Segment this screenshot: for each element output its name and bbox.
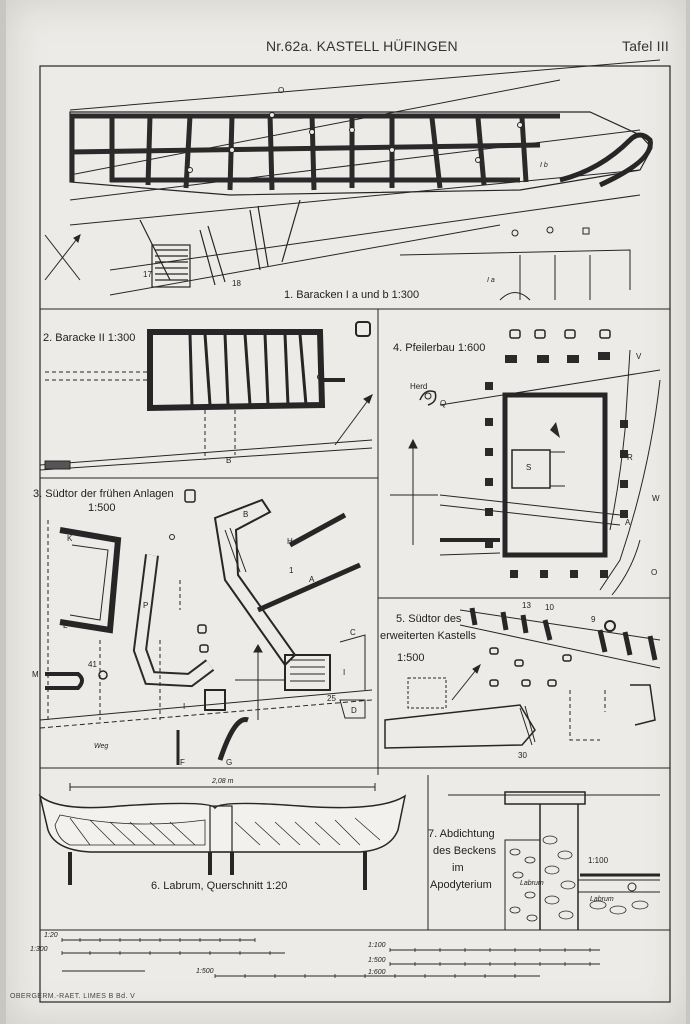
- label-p5-10: 10: [545, 603, 554, 612]
- label-p3-h: H: [287, 537, 293, 546]
- caption-panel-5-line2: erweiterten Kastells: [380, 630, 476, 642]
- pillar-building-plan: [390, 329, 661, 596]
- label-p7-scale: 1:100: [588, 856, 609, 865]
- label-p4-a: A: [625, 518, 631, 527]
- scale-label-1-300: 1:300: [30, 946, 48, 953]
- caption-panel-5-line3: 1:500: [397, 652, 425, 664]
- label-p3-d: D: [351, 706, 357, 715]
- label-p4-v: V: [636, 352, 642, 361]
- label-p6-dimension: 2,08 m: [212, 778, 234, 785]
- label-p3-f: F: [180, 758, 185, 767]
- plate-sheet: [6, 0, 686, 1024]
- labrum-section: [38, 783, 407, 890]
- caption-panel-7-line2: des Beckens: [433, 845, 496, 857]
- caption-panel-7-line3: im: [452, 862, 464, 874]
- caption-panel-1: 1. Baracken I a und b 1:300: [284, 289, 420, 301]
- label-p3-a: A: [309, 575, 315, 584]
- plate-number: Tafel III: [622, 38, 669, 54]
- south-gate-extended-plan: [384, 607, 661, 749]
- plate-title: Nr.62a. KASTELL HÜFINGEN: [266, 38, 458, 54]
- label-p4-o: O: [651, 568, 658, 577]
- caption-panel-7-line1: 7. Abdichtung: [428, 828, 495, 840]
- label-p4-herd: Herd: [410, 382, 428, 391]
- label-p3-p: P: [143, 601, 149, 610]
- caption-panel-6: 6. Labrum, Querschnitt 1:20: [151, 880, 288, 892]
- label-p2-b: B: [226, 456, 232, 465]
- label-p1-ia: I a: [487, 277, 495, 284]
- label-p3-m: M: [32, 670, 39, 679]
- label-p7-labrum-2: Labrum: [590, 896, 614, 903]
- basin-sealing-section: [448, 791, 660, 931]
- barracks-plan: [44, 59, 661, 301]
- scale-bars: [62, 939, 600, 977]
- label-p1-o: O: [278, 86, 285, 95]
- footer-series: OBERGERM.-RAET. LIMES B Bd. V: [10, 993, 136, 1000]
- caption-panel-5-line1: 5. Südtor des: [396, 613, 462, 625]
- label-p1-ib: I b: [540, 162, 548, 169]
- label-p1-18: 18: [232, 279, 241, 288]
- label-p3-b: B: [243, 510, 249, 519]
- label-p3-l: L: [63, 621, 68, 630]
- scale-label-1-600: 1:600: [368, 969, 386, 976]
- scale-ticks: [61, 938, 591, 978]
- scale-label-1-500-left: 1:500: [196, 968, 214, 975]
- caption-panel-2: 2. Baracke II 1:300: [43, 332, 136, 344]
- scale-label-1-20: 1:20: [44, 932, 58, 939]
- south-gate-early-plan: [39, 489, 373, 765]
- caption-panel-4: 4. Pfeilerbau 1:600: [393, 342, 486, 354]
- label-p4-r: R: [627, 453, 633, 462]
- label-p4-q: Q: [440, 399, 447, 408]
- label-p7-labrum-1: Labrum: [520, 880, 544, 887]
- caption-panel-7-line4: Apodyterium: [430, 879, 492, 891]
- caption-panel-3-line1: 3. Südtor der frühen Anlagen: [33, 488, 174, 500]
- label-p5-30: 30: [518, 751, 527, 760]
- label-p4-s: S: [526, 463, 532, 472]
- label-p3-1: 1: [289, 566, 294, 575]
- label-p1-17: 17: [143, 270, 152, 279]
- scale-label-1-100: 1:100: [368, 942, 386, 949]
- label-p3-i-2: I: [183, 702, 186, 711]
- label-p3-g: G: [226, 758, 233, 767]
- label-p5-9: 9: [591, 615, 596, 624]
- label-p3-road: Weg: [94, 743, 109, 750]
- outer-frame: [39, 65, 671, 1003]
- caption-panel-3-line2: 1:500: [88, 502, 116, 514]
- label-p3-c: C: [350, 628, 356, 637]
- label-p3-41: 41: [88, 660, 97, 669]
- barracks-ii-plan: [39, 321, 373, 471]
- label-p5-13: 13: [522, 601, 531, 610]
- label-p4-w: W: [652, 494, 660, 503]
- label-p3-k: K: [67, 534, 73, 543]
- label-p3-i: I: [343, 668, 346, 677]
- scale-label-1-500-right: 1:500: [368, 957, 386, 964]
- label-p3-25: 25: [327, 694, 336, 703]
